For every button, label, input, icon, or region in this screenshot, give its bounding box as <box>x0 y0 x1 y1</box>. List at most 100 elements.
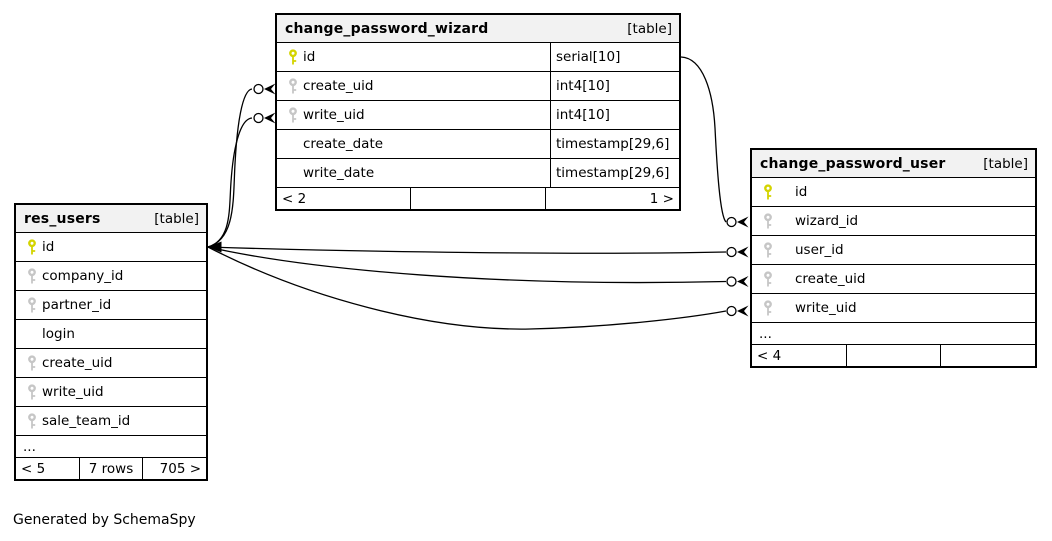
column-row-login: login <box>16 320 206 349</box>
table-res_users: res_users [table] id company_id partner_i… <box>14 203 208 481</box>
primary-key-icon <box>289 48 297 64</box>
relationship-res_users.id--change_password_user.user_id <box>207 246 749 258</box>
footer-cell-mid <box>845 345 942 366</box>
column-type: serial[10] <box>550 43 679 71</box>
column-name: id <box>303 49 316 65</box>
column-name-cell: create_uid <box>752 265 1035 293</box>
column-row-write_uid: write_uid <box>16 378 206 407</box>
column-row-write_uid: write_uid int4[10] <box>277 101 679 130</box>
column-row-wizard_id: wizard_id <box>752 207 1035 236</box>
footer-cell-mid: 7 rows <box>78 458 144 479</box>
source-arrow-icon <box>208 241 222 253</box>
crow-arrow-icon <box>737 246 749 258</box>
column-name-cell: write_uid <box>752 294 1035 322</box>
relationship-edge <box>207 246 727 254</box>
crow-arrow-icon <box>264 83 276 95</box>
primary-key-icon <box>764 183 772 199</box>
footer-cell-mid <box>410 188 546 209</box>
column-name-cell: id <box>16 233 206 261</box>
key-icon-slot <box>277 106 303 124</box>
column-name-cell: company_id <box>16 262 206 290</box>
table-header[interactable]: change_password_user[table] <box>752 150 1035 178</box>
primary-key-icon <box>28 238 36 254</box>
foreign-key-icon <box>764 299 772 315</box>
column-name: login <box>42 326 75 342</box>
cardinality-dot <box>726 276 737 287</box>
key-icon-slot <box>752 241 795 259</box>
column-type: int4[10] <box>550 72 679 100</box>
key-icon-slot <box>752 299 795 317</box>
column-name-cell: user_id <box>752 236 1035 264</box>
relationship-res_users.id--change_password_wizard.write_uid <box>207 112 276 248</box>
column-name: write_uid <box>303 107 365 123</box>
column-name-cell: login <box>16 320 206 348</box>
column-name-cell: write_uid <box>277 101 550 129</box>
column-row-id: id serial[10] <box>277 43 679 72</box>
key-icon-slot <box>16 383 42 401</box>
footer-cell-left: < 4 <box>757 347 782 364</box>
column-name: partner_id <box>42 297 112 313</box>
foreign-key-icon <box>28 296 36 312</box>
column-name: id <box>795 184 808 200</box>
more-columns-ellipsis: ... <box>16 436 206 458</box>
crow-arrow-icon <box>737 305 749 317</box>
column-type: int4[10] <box>550 101 679 129</box>
cardinality-dot <box>726 305 737 317</box>
column-row-id: id <box>16 233 206 262</box>
column-name: company_id <box>42 268 124 284</box>
relationship-res_users.id--change_password_user.create_uid <box>207 246 749 287</box>
column-row-id: id <box>752 178 1035 207</box>
table-name: change_password_wizard <box>285 20 489 37</box>
key-icon-slot <box>277 77 303 95</box>
table-footer: < 4 <box>752 345 1035 366</box>
column-name: write_uid <box>795 300 857 316</box>
column-name: create_uid <box>42 355 113 371</box>
relationship-edge <box>207 246 727 284</box>
foreign-key-icon <box>764 212 772 228</box>
column-name: wizard_id <box>795 213 859 229</box>
footer-cell-right: 705 > <box>159 460 202 477</box>
column-name-cell: write_date <box>277 159 550 187</box>
relationship-edge <box>207 246 727 330</box>
column-name: user_id <box>795 242 844 258</box>
column-row-sale_team_id: sale_team_id <box>16 407 206 436</box>
column-row-partner_id: partner_id <box>16 291 206 320</box>
column-name: create_uid <box>303 78 374 94</box>
table-header[interactable]: change_password_wizard[table] <box>277 15 679 43</box>
crow-arrow-icon <box>264 112 276 124</box>
key-icon-slot <box>16 354 42 372</box>
column-name-cell: partner_id <box>16 291 206 319</box>
column-name: create_date <box>303 136 384 152</box>
footer-cell-right: 1 > <box>649 190 674 207</box>
key-icon-slot <box>752 212 795 230</box>
column-name: sale_team_id <box>42 413 131 429</box>
table-type-badge: [table] <box>154 210 199 227</box>
cardinality-dot <box>253 83 264 95</box>
table-change_password_user: change_password_user[table] id wizard_id… <box>750 148 1037 368</box>
footer-cell-right <box>941 345 1035 366</box>
key-icon-slot <box>16 238 42 256</box>
foreign-key-icon <box>28 354 36 370</box>
foreign-key-icon <box>28 383 36 399</box>
column-name-cell: create_date <box>277 130 550 158</box>
key-icon-slot <box>752 183 795 201</box>
column-name: create_uid <box>795 271 866 287</box>
foreign-key-icon <box>289 77 297 93</box>
key-icon-slot <box>16 412 42 430</box>
relationship-edge <box>207 88 253 248</box>
column-name: write_date <box>303 165 375 181</box>
column-name-cell: wizard_id <box>752 207 1035 235</box>
table-name: res_users <box>24 210 101 227</box>
column-name: id <box>42 239 55 255</box>
column-name-cell: create_uid <box>16 349 206 377</box>
relationship-edge <box>680 56 727 223</box>
column-row-create_uid: create_uid <box>752 265 1035 294</box>
table-header[interactable]: res_users [table] <box>16 205 206 233</box>
crow-arrow-icon <box>737 276 749 287</box>
relationship-edge <box>207 117 253 248</box>
column-row-company_id: company_id <box>16 262 206 291</box>
